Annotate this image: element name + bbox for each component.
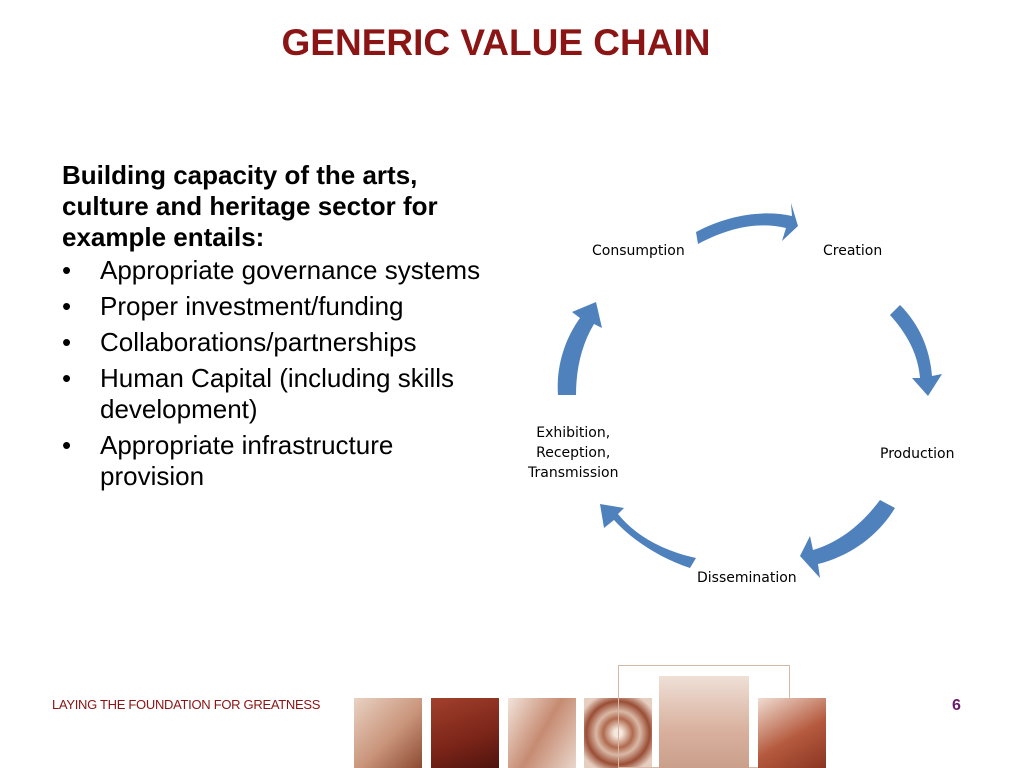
value-chain-cycle-diagram: Consumption Creation Production Dissemin… [510,190,990,610]
bullet-item: •Collaborations/partnerships [62,327,417,357]
photo-film-reel [508,698,576,768]
bullet-item: •Appropriate governance systems [62,255,481,285]
node-dissemination: Dissemination [697,570,797,586]
bullet-list: •Appropriate governance systems •Proper … [62,255,502,492]
photo-saxophonist [758,698,826,768]
content-block: Building capacity of the arts, culture a… [62,160,502,497]
bullet-item: •Proper investment/funding [62,291,404,321]
bullet-item: •Appropriate infrastructure provision [62,430,394,491]
footer-photo-strip [354,665,834,768]
bullet-icon: • [62,255,72,285]
node-creation: Creation [823,243,883,259]
bullet-icon: • [62,327,72,357]
photo-family-silhouette [431,698,499,768]
bullet-icon: • [62,363,72,393]
bullet-item: •Human Capital (including skills develop… [62,363,455,424]
cycle-arrows [557,203,942,578]
arrow-production-to-dissemination [800,500,895,578]
page-number: 6 [952,697,961,714]
photo-ballet-shoes [659,676,749,768]
arrow-creation-to-production [890,305,942,396]
bullet-icon: • [62,291,72,321]
arrow-dissemination-to-exhibition [600,504,696,568]
node-production: Production [880,446,955,462]
intro-text: Building capacity of the arts, culture a… [62,160,438,252]
footer-tagline: LAYING THE FOUNDATION FOR GREATNESS [52,697,321,712]
node-exhibition-reception-transmission: Exhibition, Reception, Transmission [528,425,619,481]
node-consumption: Consumption [592,243,685,259]
bullet-icon: • [62,430,72,460]
arrow-exhibition-to-consumption [557,302,602,395]
slide-title: GENERIC VALUE CHAIN [281,22,711,63]
photo-hands-braille [354,698,422,768]
arrow-consumption-to-creation [696,203,798,244]
